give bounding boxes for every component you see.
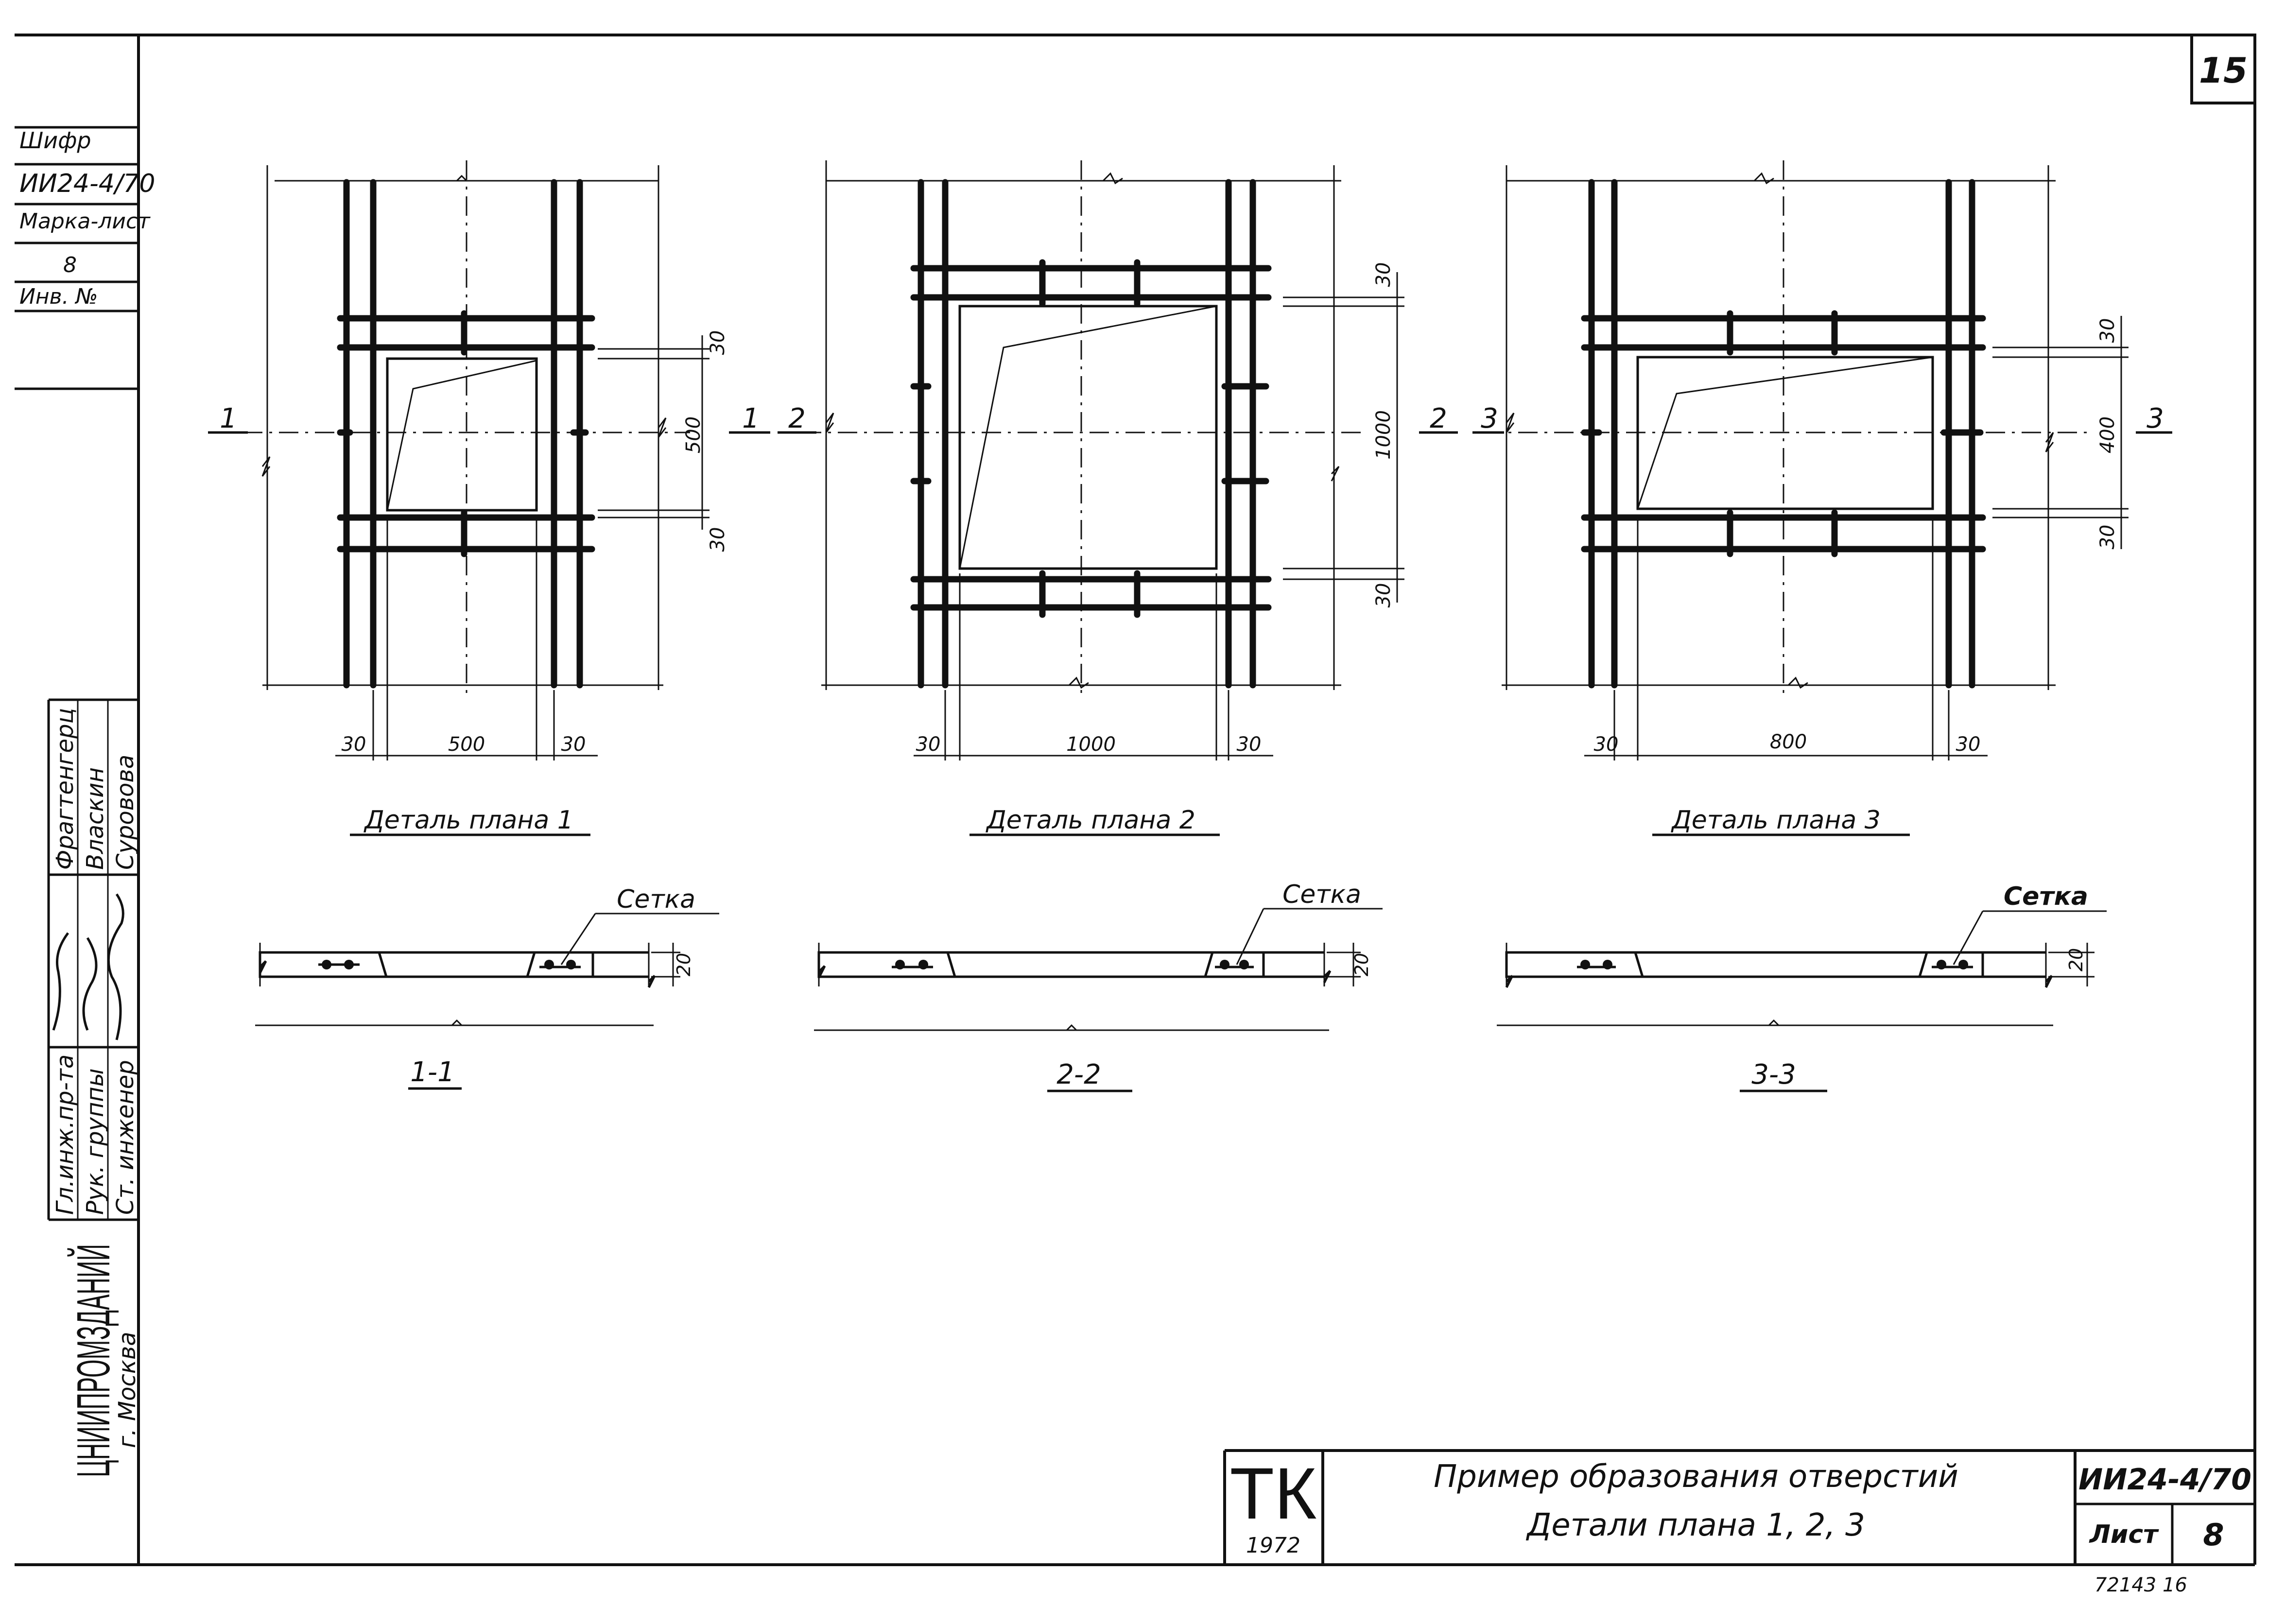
section-3-3: 20 Сетка 3-3 xyxy=(1497,882,2107,1092)
detail-plan-3: 30 400 30 30 800 30 3 3 Деталь плана 3 xyxy=(1472,160,2172,836)
detail-3-dim-right-mid: 400 xyxy=(2096,416,2119,453)
title-line-2: Детали плана 1, 2, 3 xyxy=(1525,1507,1865,1543)
sheet-frame xyxy=(15,34,2256,1566)
stamp-mark-label: Марка-лист xyxy=(19,209,151,234)
title-block: ТК 1972 Пример образования отверстий Дет… xyxy=(1223,1449,2255,1565)
logo-year: 1972 xyxy=(1246,1533,1300,1558)
detail-2-dim-right-bot: 30 xyxy=(1372,583,1395,608)
detail-1-cut-right: 1 xyxy=(742,403,760,434)
detail-2-cut-right: 2 xyxy=(1430,403,1447,434)
signature-mark-3 xyxy=(107,893,124,1040)
section-3-mesh-label: Сетка xyxy=(2004,882,2088,911)
detail-3-dim-bottom-left: 30 xyxy=(1594,733,1619,756)
corner-number: 15 xyxy=(2199,50,2248,91)
detail-1-dim-right-top: 30 xyxy=(707,330,729,355)
detail-3-dim-bottom-mid: 800 xyxy=(1770,731,1807,753)
role-senior-engineer: Ст. инженер xyxy=(112,1060,139,1215)
detail-2-caption: Деталь плана 2 xyxy=(986,806,1195,835)
section-3-thickness: 20 xyxy=(2065,948,2087,971)
stamp-cipher-label: Шифр xyxy=(19,127,91,154)
side-stamp: Шифр ИИ24-4/70 Марка-лист 8 Инв. № xyxy=(15,126,156,390)
detail-2-cut-left: 2 xyxy=(788,403,806,434)
section-2-mesh-label: Сетка xyxy=(1282,880,1361,909)
detail-1-dim-right-mid: 500 xyxy=(682,416,705,453)
title-line-1: Пример образования отверстий xyxy=(1434,1459,1958,1495)
detail-1-dim-bottom-mid: 500 xyxy=(448,733,485,756)
detail-2-dim-bottom-left: 30 xyxy=(916,733,941,756)
detail-plan-2: 30 1000 30 30 1000 30 2 2 Деталь плана 2 xyxy=(778,160,1458,836)
signature-block: Гл.инж.пр-та Рук. группы Ст. инженер Фра… xyxy=(47,698,139,1221)
detail-3-dim-right-top: 30 xyxy=(2096,318,2119,343)
detail-1-dim-bottom-right: 30 xyxy=(561,733,586,756)
detail-2-dim-right-top: 30 xyxy=(1372,262,1395,287)
section-2-caption: 2-2 xyxy=(1056,1059,1101,1090)
detail-1-dim-bottom-left: 30 xyxy=(342,733,366,756)
section-1-1: 20 Сетка 1-1 xyxy=(255,885,719,1090)
organization-name: ЦНИИПРОМЗДАНИЙ xyxy=(67,1244,120,1477)
detail-plan-1: 30 500 30 30 500 30 1 1 Деталь плана 1 xyxy=(208,160,770,836)
corner-number-box: 15 xyxy=(2190,34,2256,104)
organization-block: ЦНИИПРОМЗДАНИЙ г. Москва xyxy=(67,1244,141,1477)
detail-2-dim-right-mid: 1000 xyxy=(1372,410,1395,460)
name-senior-engineer: Суровова xyxy=(112,755,139,870)
signature-mark-2 xyxy=(82,937,98,1031)
detail-2-dim-bottom-mid: 1000 xyxy=(1066,733,1116,756)
name-group-head: Власкин xyxy=(82,767,109,870)
section-1-thickness: 20 xyxy=(673,953,694,976)
name-chief-engineer: Фрагтенгерц xyxy=(52,708,79,870)
detail-1-dim-right-bot: 30 xyxy=(707,527,729,552)
bottom-note: 72143 16 xyxy=(2095,1574,2187,1596)
section-2-2: 20 Сетка 2-2 xyxy=(814,880,1383,1092)
detail-3-dim-right-bot: 30 xyxy=(2096,525,2119,550)
detail-3-caption: Деталь плана 3 xyxy=(1671,806,1881,835)
detail-1-caption: Деталь плана 1 xyxy=(364,806,573,835)
organization-city: г. Москва xyxy=(114,1331,141,1448)
detail-1-cut-left: 1 xyxy=(220,403,237,434)
stamp-mark-value: 8 xyxy=(63,253,77,277)
section-3-caption: 3-3 xyxy=(1751,1059,1796,1090)
role-group-head: Рук. группы xyxy=(82,1068,109,1215)
logo-letters: ТК xyxy=(1229,1452,1316,1534)
detail-3-dim-bottom-right: 30 xyxy=(1956,733,1981,756)
stamp-inventory-label: Инв. № xyxy=(19,284,98,309)
detail-2-dim-bottom-right: 30 xyxy=(1237,733,1262,756)
signature-mark-1 xyxy=(52,932,69,1031)
sheet-number: 8 xyxy=(2203,1517,2224,1553)
sheet-label: Лист xyxy=(2089,1520,2159,1549)
stamp-cipher-value: ИИ24-4/70 xyxy=(19,169,156,198)
section-2-thickness: 20 xyxy=(1351,953,1372,976)
section-1-caption: 1-1 xyxy=(410,1056,454,1088)
detail-3-cut-left: 3 xyxy=(1481,403,1498,434)
title-code: ИИ24-4/70 xyxy=(2078,1463,2251,1497)
section-1-mesh-label: Сетка xyxy=(617,885,695,914)
detail-3-cut-right: 3 xyxy=(2147,403,2164,434)
role-chief-engineer: Гл.инж.пр-та xyxy=(52,1054,79,1215)
